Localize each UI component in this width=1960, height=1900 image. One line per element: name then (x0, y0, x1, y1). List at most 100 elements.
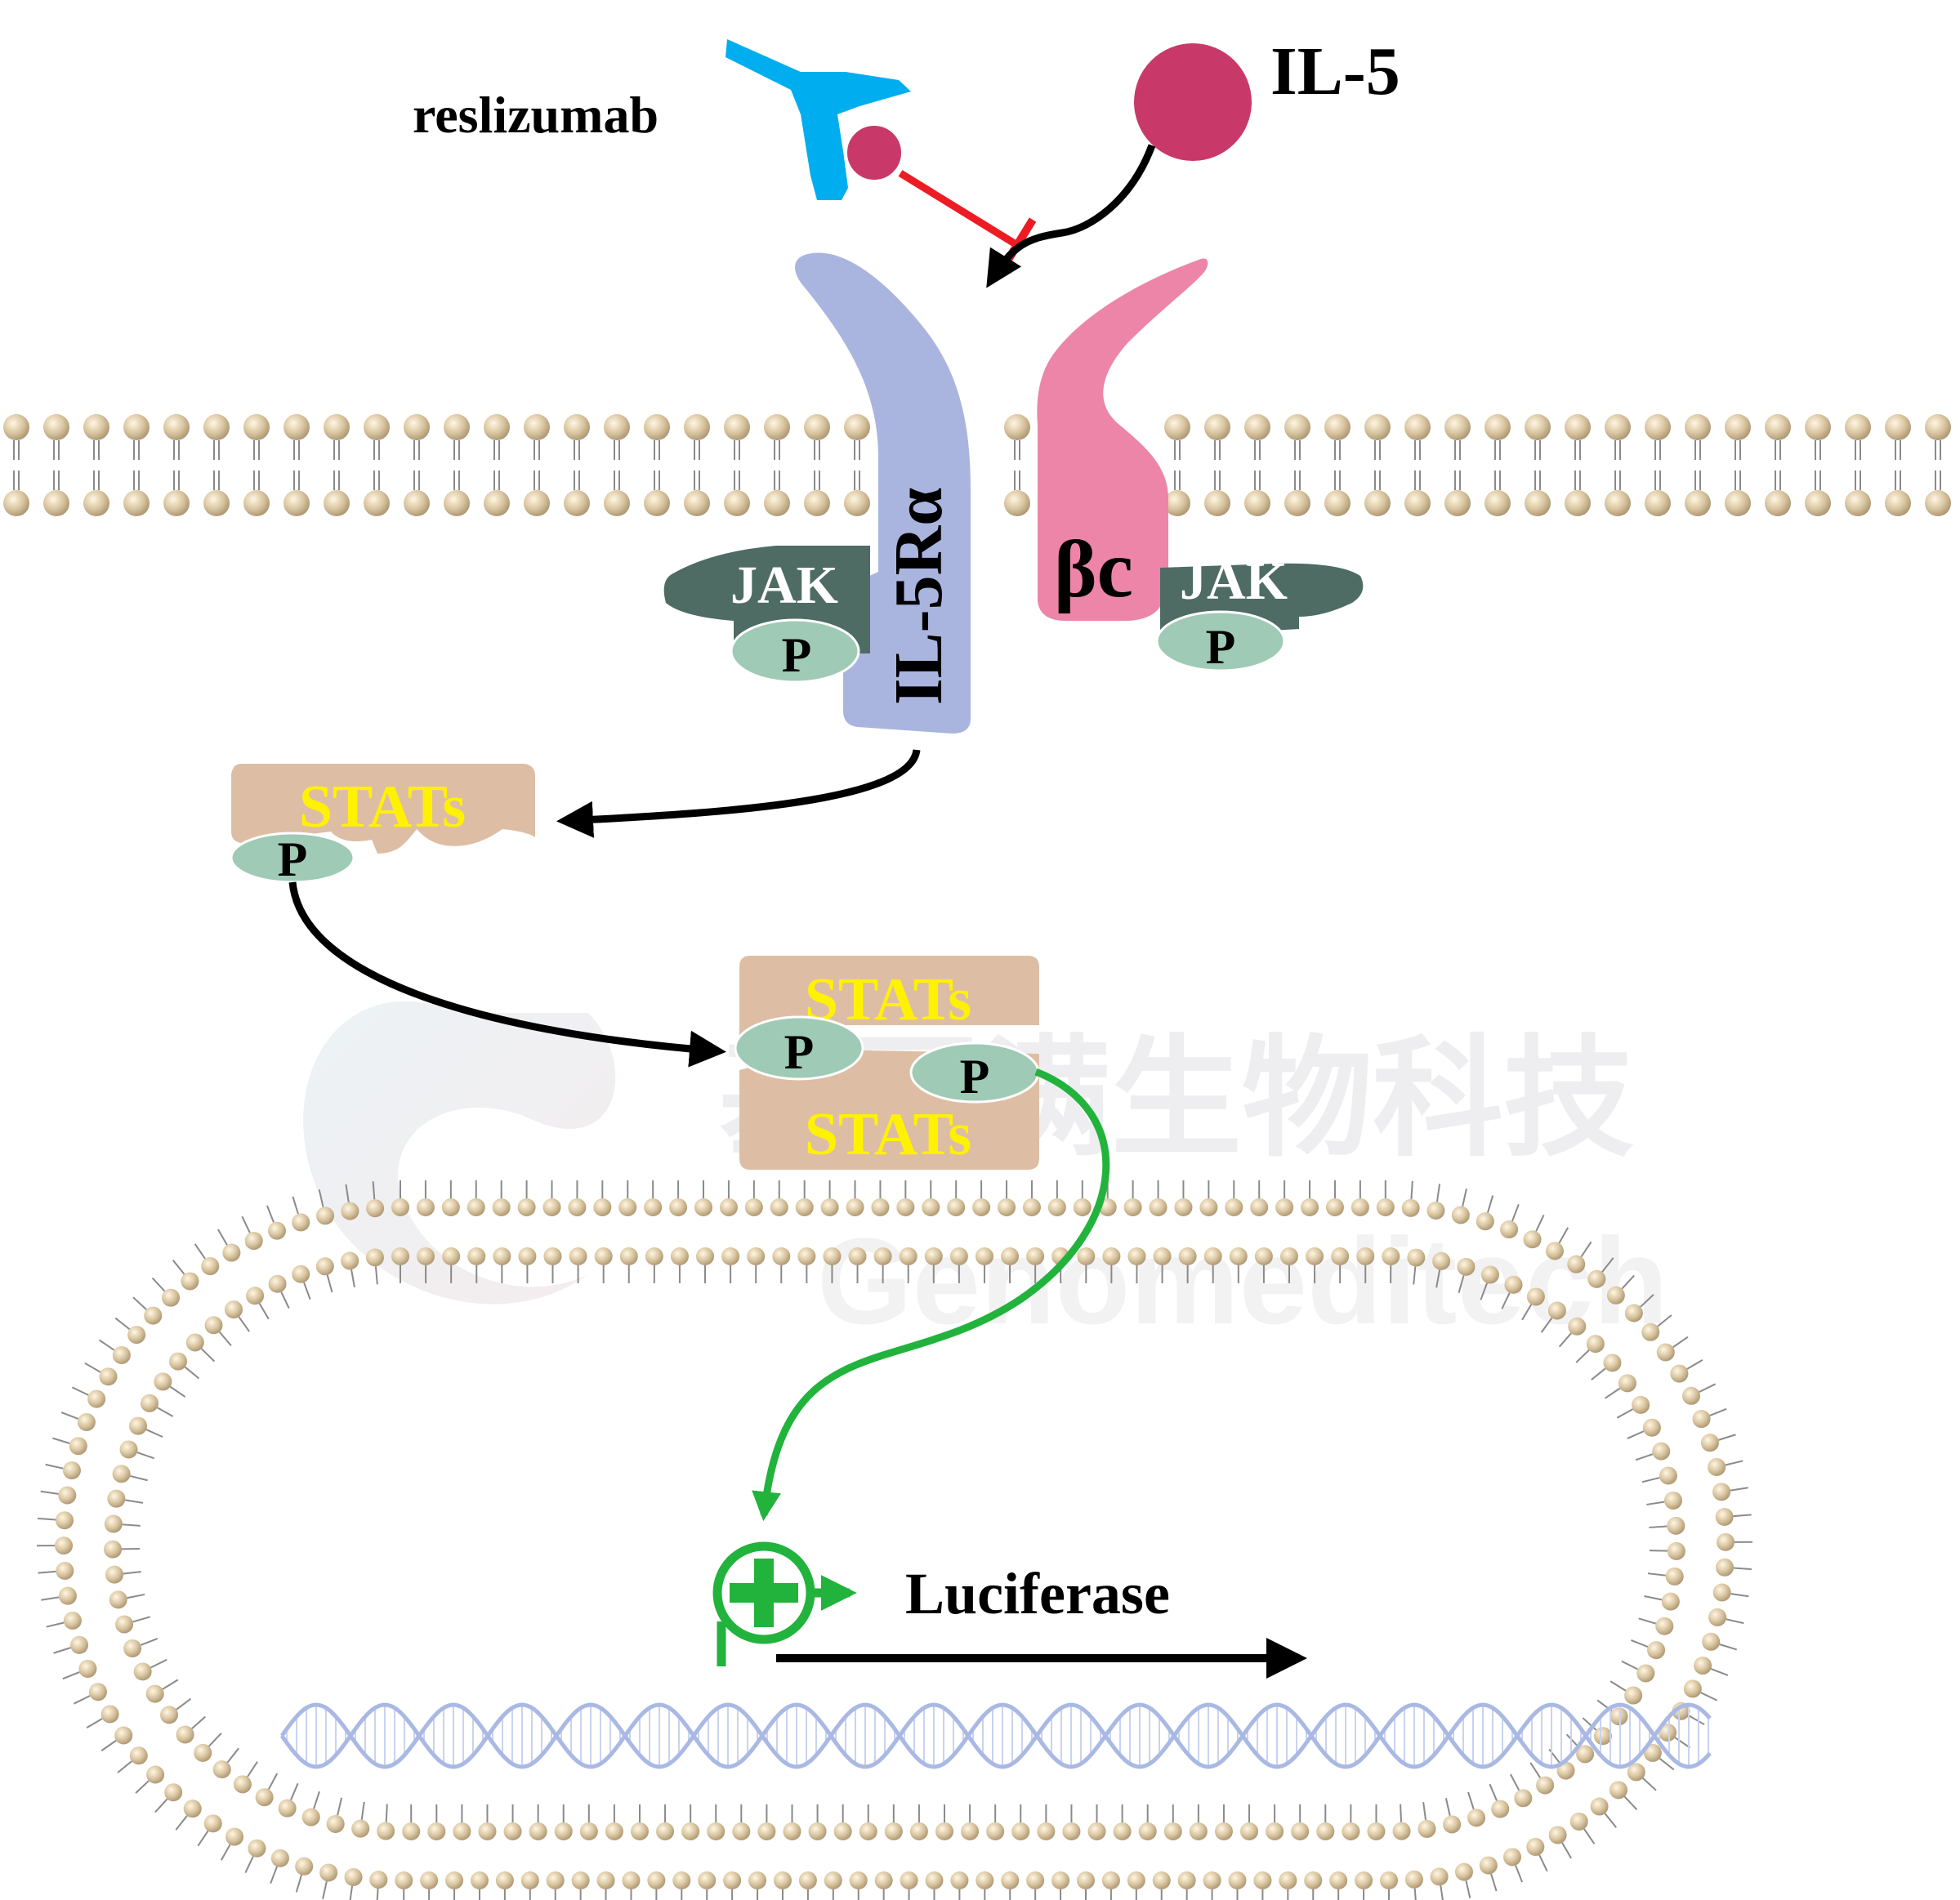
lipid (724, 414, 750, 516)
nuclear-lipid (518, 1247, 537, 1283)
nuclear-lipid (1229, 1247, 1248, 1283)
nuclear-lipid (1203, 1247, 1222, 1283)
nuclear-lipid (123, 1638, 158, 1657)
nuclear-lipid (1254, 1247, 1273, 1283)
nuclear-lipid (1545, 1227, 1569, 1260)
nuclear-lipid (874, 1871, 893, 1900)
nuclear-lipid (217, 1229, 241, 1262)
nuclear-lipid (1521, 1287, 1545, 1321)
nuclear-lipid (1457, 1257, 1476, 1293)
nuclear-lipid (40, 1486, 77, 1505)
nuclear-lipid (1605, 1374, 1636, 1399)
nuclear-lipid (873, 1247, 892, 1283)
nuclear-lipid (645, 1247, 663, 1283)
nuclear-lipid (1643, 1743, 1675, 1771)
nuclear-lipid (721, 1247, 740, 1283)
nuclear-lipid (1715, 1508, 1752, 1527)
nuclear-lipid (884, 1804, 903, 1840)
lipid (1885, 414, 1911, 516)
nuclear-lipid (194, 1243, 220, 1276)
nuclear-lipid (119, 1440, 155, 1460)
nuclear-lipid (266, 1205, 287, 1240)
nuclear-lipid (344, 1867, 363, 1900)
lipid (1164, 414, 1190, 516)
nuclear-lipid (579, 1804, 598, 1840)
lipid (524, 414, 550, 516)
nuclear-lipid (1203, 1871, 1221, 1900)
nuclear-lipid (1638, 1617, 1674, 1635)
nuclear-lipid (672, 1871, 691, 1900)
nuclear-lipid (1502, 1848, 1524, 1883)
nuclear-lipid (1073, 1180, 1092, 1216)
nuclear-lipid (495, 1871, 514, 1900)
nuclear-lipid (135, 1765, 165, 1794)
lipid (644, 414, 670, 516)
nuclear-lipid (107, 1489, 144, 1508)
nuclear-lipid (772, 1247, 791, 1283)
nuclear-lipid (128, 1416, 163, 1438)
nuclear-lipid (1510, 1773, 1533, 1808)
reslizumab-antibody (726, 39, 911, 200)
nuclear-lipid (1127, 1871, 1145, 1900)
nuclear-lipid (467, 1180, 485, 1216)
nuclear-lipid (542, 1180, 561, 1216)
nuclear-lipid (268, 1274, 290, 1309)
lipid (1444, 414, 1471, 516)
promoter-activation (712, 1541, 857, 1666)
nuclear-lipid (1240, 1804, 1259, 1840)
nuclear-lipid (84, 1362, 118, 1386)
nuclear-lipid (1331, 1247, 1350, 1283)
nuclear-lipid (1610, 1680, 1643, 1705)
nuclear-lipid (1301, 1180, 1319, 1216)
nuclear-lipid (1641, 1466, 1677, 1485)
lipid (764, 414, 790, 516)
nuclear-lipid (1026, 1247, 1045, 1283)
nuclear-lipid (1382, 1247, 1400, 1284)
nuclear-lipid (1325, 1180, 1344, 1216)
nuclear-lipid (1149, 1180, 1168, 1216)
nuclear-lipid (445, 1871, 464, 1900)
nuclear-lipid (292, 1264, 311, 1300)
nuclear-lipid (1199, 1180, 1218, 1216)
nuclear-lipid (571, 1871, 590, 1900)
nuclear-lipid (824, 1871, 842, 1900)
nuclear-lipid (669, 1180, 688, 1216)
nuclear-lipid (212, 1747, 239, 1779)
nuclear-lipid (1616, 1395, 1650, 1419)
nuclear-lipid (1316, 1804, 1335, 1840)
nuclear-lipid (1225, 1180, 1243, 1216)
nuclear-lipid (1489, 1783, 1510, 1818)
nuclear-lipid (453, 1804, 471, 1840)
nuclear-lipid (1304, 1871, 1323, 1900)
nuclear-lipid (60, 1412, 96, 1431)
nuclear-lipid (467, 1247, 486, 1283)
nuclear-lipid (1228, 1871, 1247, 1900)
nuclear-lipid (1558, 1317, 1587, 1348)
nuclear-lipid (351, 1801, 370, 1838)
lipid (1765, 414, 1791, 516)
nuclear-lipid (45, 1461, 81, 1480)
nuclear-lipid (160, 1697, 192, 1724)
nuclear-lipid (225, 1300, 250, 1332)
nuclear-lipid (1380, 1871, 1398, 1900)
nuclear-lipid (1715, 1558, 1752, 1577)
nuclear-lipid (1426, 1184, 1445, 1220)
nuclear-lipid (1641, 1314, 1672, 1341)
nuclear-lipid (1656, 1336, 1689, 1362)
nuclear-lipid (1011, 1804, 1030, 1840)
lipid (203, 414, 230, 516)
nuclear-lipid (319, 1863, 338, 1899)
nuclear-lipid (172, 1260, 199, 1291)
lipid (43, 414, 69, 516)
nuclear-lipid (1037, 1804, 1056, 1840)
nuclear-lipid (896, 1180, 915, 1216)
nuclear-lipid (1523, 1214, 1545, 1249)
nuclear-lipid (1649, 1541, 1685, 1560)
dna-strand (279, 1702, 1712, 1769)
dna-helix (279, 1702, 1712, 1769)
nuclear-lipid (326, 1797, 345, 1833)
nuclear-lipid (73, 1683, 107, 1705)
lipid (1004, 414, 1030, 516)
nuclear-lipid (1526, 1837, 1548, 1872)
il5-binding-arrow (986, 144, 1156, 288)
